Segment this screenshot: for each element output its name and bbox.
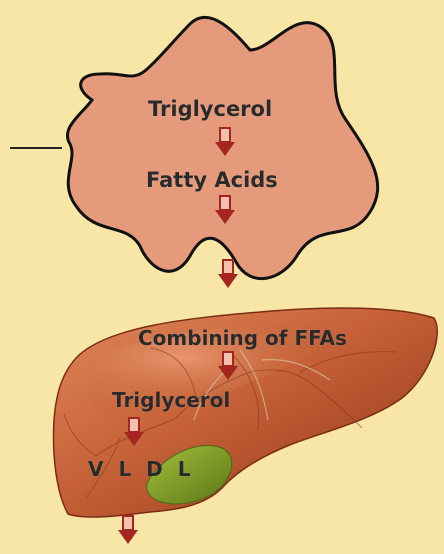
label-triglycerol-adipose: Triglycerol: [148, 97, 272, 121]
label-combining-ffas: Combining of FFAs: [138, 326, 347, 350]
label-triglycerol-liver: Triglycerol: [112, 388, 230, 412]
label-fatty-acids: Fatty Acids: [146, 168, 278, 192]
label-vldl: V L D L: [88, 457, 194, 481]
